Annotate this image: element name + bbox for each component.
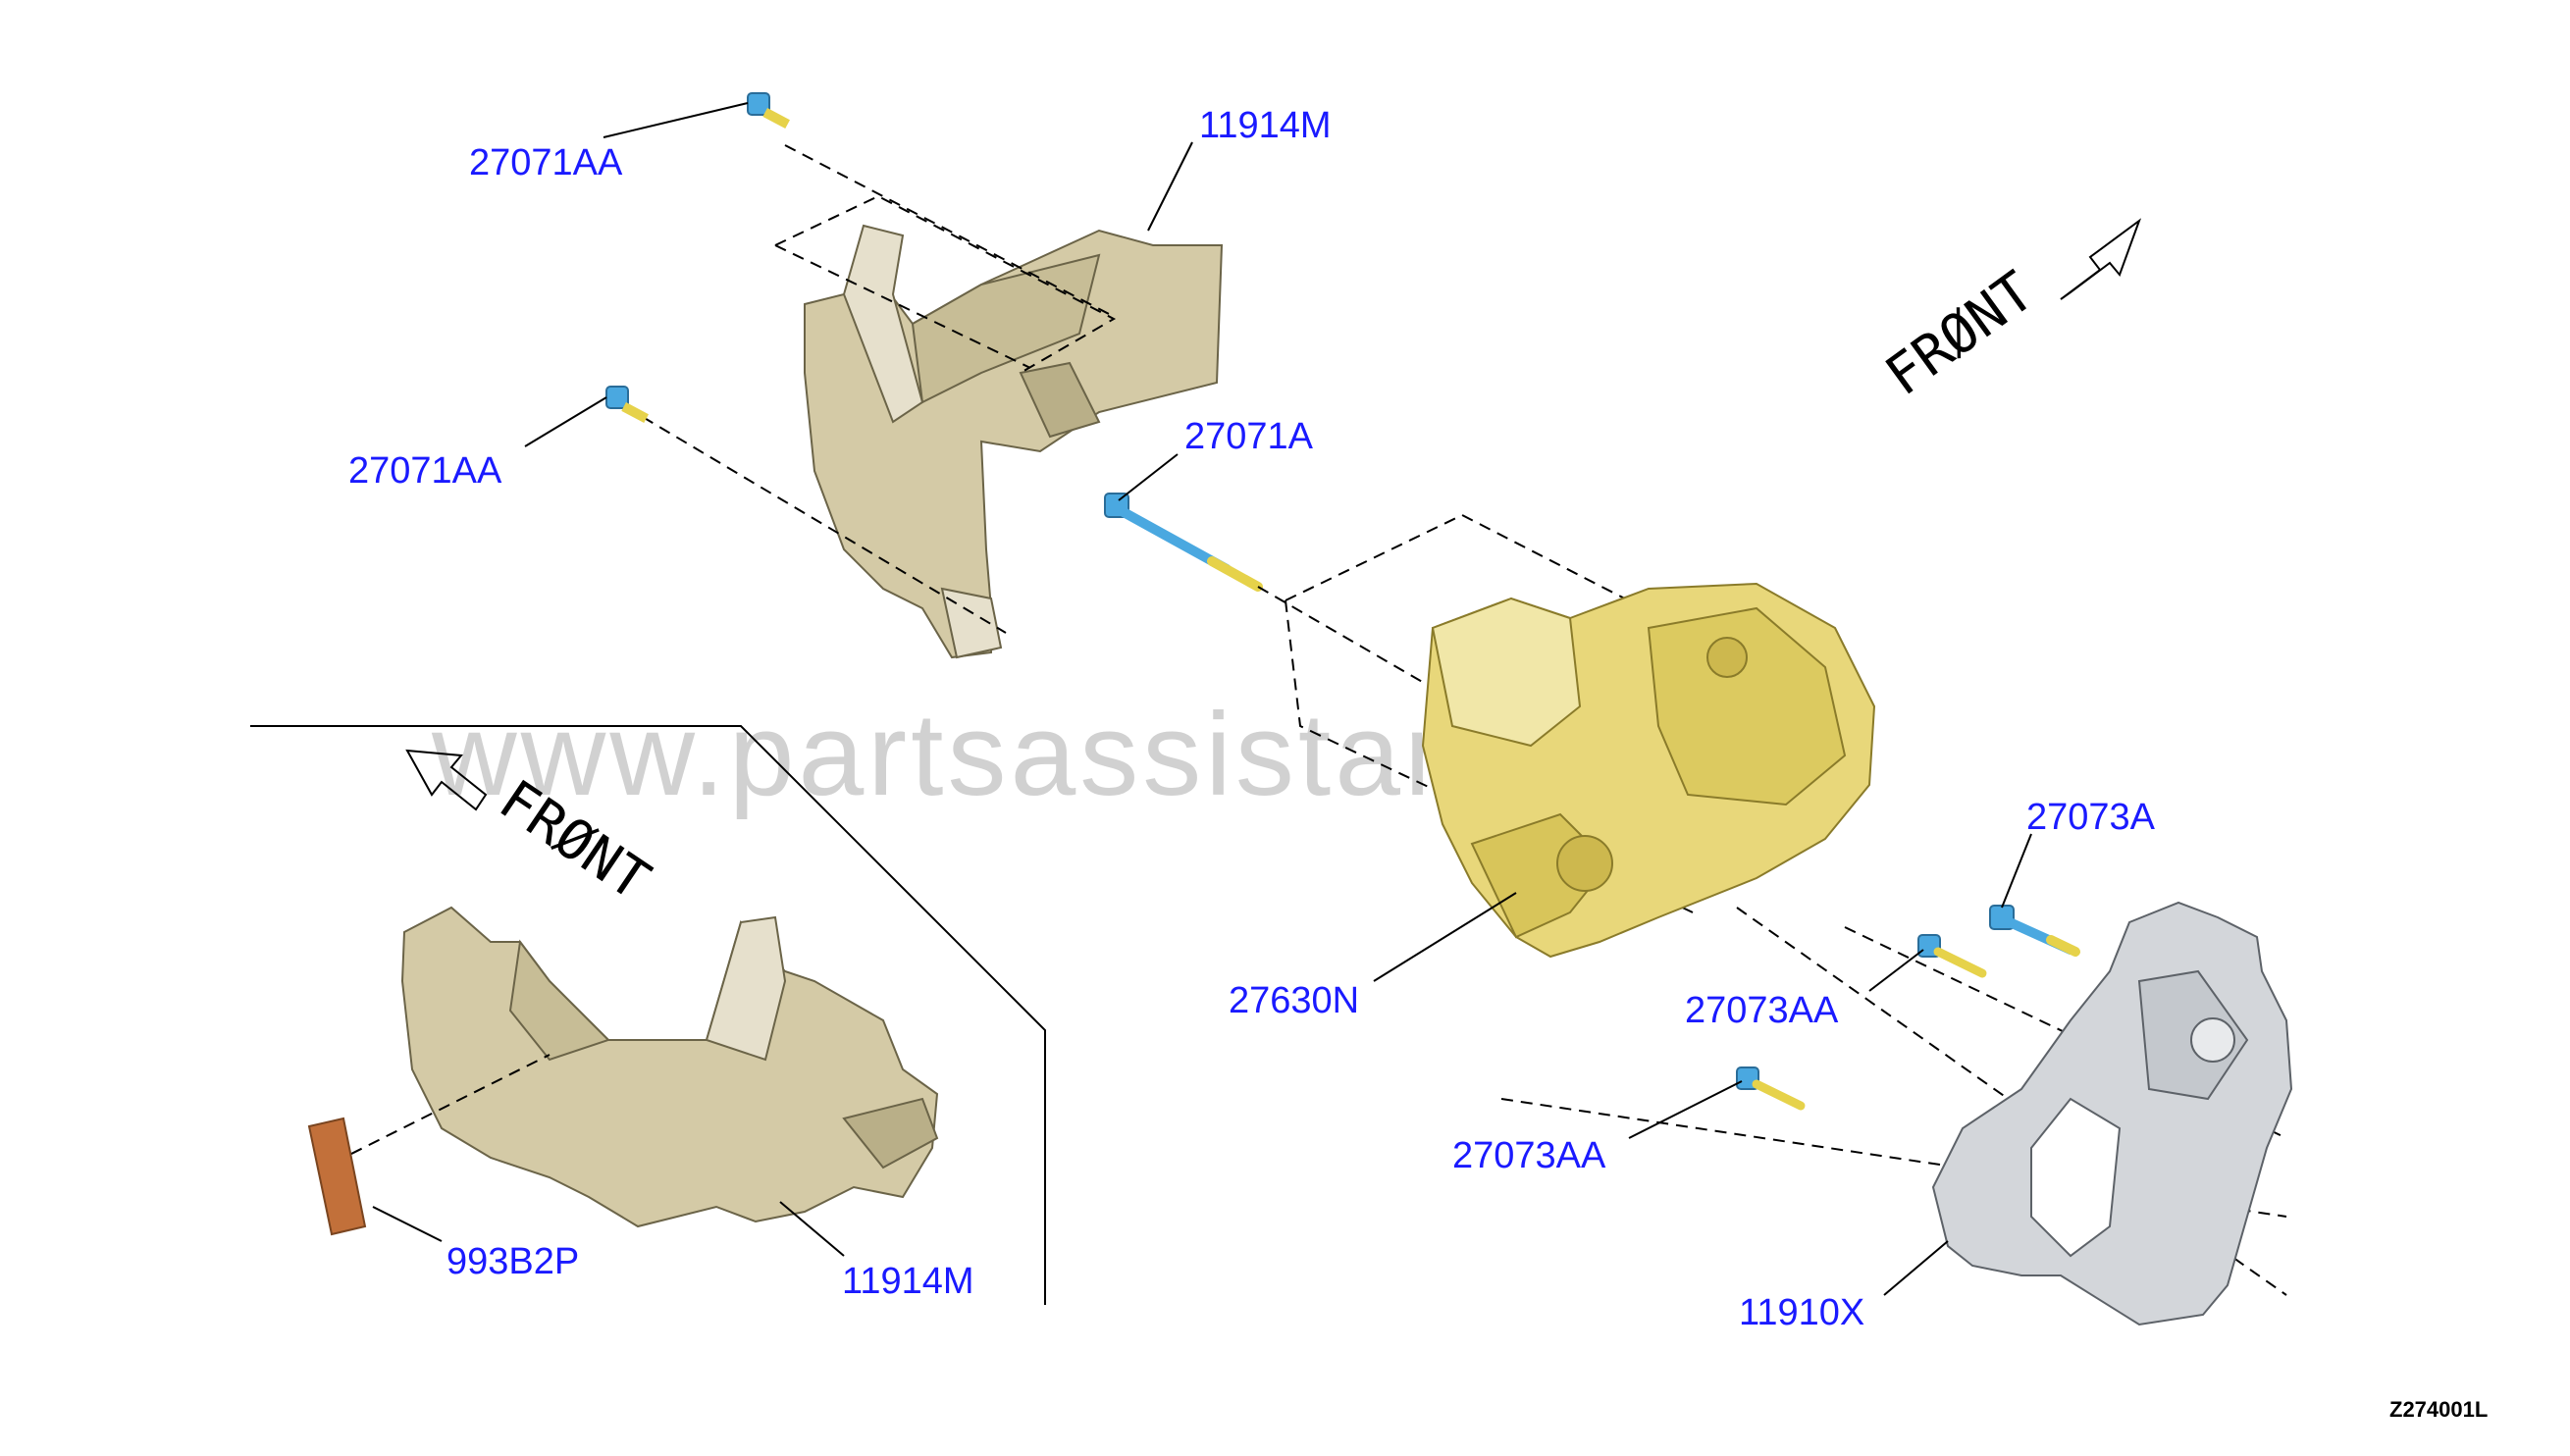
assembly-line-label	[333, 1054, 551, 1164]
callout-mount-bracket[interactable]: 11910X	[1739, 1292, 1864, 1333]
callout-compressor[interactable]: 27630N	[1229, 980, 1359, 1021]
bolt-mount-icon	[1989, 905, 2080, 957]
bolt-long-icon	[1104, 493, 1263, 592]
compressor-part	[1421, 582, 1876, 959]
assembly-line-top-bolt	[784, 144, 1110, 315]
callout-cover-detail[interactable]: 11914M	[842, 1261, 974, 1302]
detail-boundary-line	[250, 725, 1046, 1305]
callout-bolt-mount-aa-1[interactable]: 27073AA	[1685, 990, 1839, 1031]
callout-label-plate[interactable]: 993B2P	[446, 1241, 579, 1282]
callout-cover-top[interactable]: 11914M	[1199, 105, 1332, 146]
assembly-line-upper	[774, 194, 1117, 374]
bolt-left-icon	[605, 386, 649, 424]
cover-upper-part	[804, 224, 1224, 659]
assembly-line-left-bolt	[642, 416, 1007, 634]
bolt-mount-aa-2-icon	[1736, 1066, 1806, 1111]
label-plate-icon	[307, 1117, 367, 1236]
bolt-top-icon	[747, 92, 790, 130]
leader-lines	[372, 102, 2032, 1296]
front-label-upper: FRØNT	[1874, 260, 2046, 409]
callout-bolt-long[interactable]: 27071A	[1184, 416, 1314, 457]
callout-bolt-left[interactable]: 27071AA	[348, 450, 502, 492]
bolt-mount-aa-1-icon	[1917, 934, 1987, 978]
front-arrow-upper-icon	[2060, 218, 2142, 300]
callout-bolt-mount[interactable]: 27073A	[2026, 797, 2156, 838]
callout-bolt-top[interactable]: 27071AA	[469, 142, 623, 183]
front-arrow-lower-icon	[405, 749, 488, 811]
callout-bolt-mount-aa-2[interactable]: 27073AA	[1452, 1135, 1606, 1176]
cover-detail-part	[400, 906, 939, 1228]
mount-bracket-part	[1931, 901, 2293, 1326]
reference-code: Z274001L	[2389, 1397, 2488, 1422]
